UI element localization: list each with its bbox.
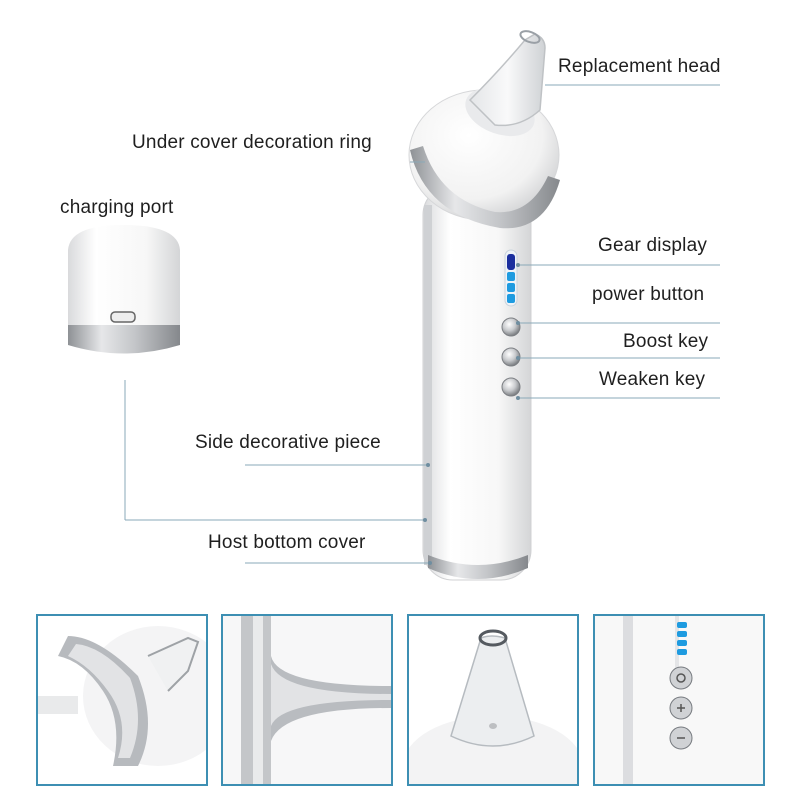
label-power-button: power button — [592, 284, 705, 305]
gear-display — [504, 249, 518, 307]
detail-panel-side-strip — [221, 614, 393, 786]
device-body — [422, 184, 532, 581]
label-weaken-key: Weaken key — [599, 369, 706, 390]
detail-panel-keys — [593, 614, 765, 786]
label-replacement-head: Replacement head — [558, 56, 721, 77]
replacement-head — [468, 30, 546, 127]
boost-key[interactable] — [501, 347, 521, 367]
leader-lines — [124, 84, 720, 564]
weaken-key[interactable] — [501, 377, 521, 397]
weaken-key-icon — [669, 726, 693, 750]
power-button[interactable] — [501, 317, 521, 337]
usb-port-icon — [110, 311, 136, 323]
power-key-icon — [669, 666, 693, 690]
device-illustration — [68, 30, 720, 581]
detail-panel-head — [36, 614, 208, 786]
charging-port-inset — [68, 225, 180, 354]
boost-key-icon — [669, 696, 693, 720]
label-gear-display: Gear display — [598, 235, 708, 256]
detail-panel-nozzle — [407, 614, 579, 786]
label-boost-key: Boost key — [623, 331, 709, 352]
label-bottom-cover: Host bottom cover — [208, 532, 366, 553]
label-charging-port: charging port — [60, 197, 174, 218]
label-side-piece: Side decorative piece — [195, 432, 381, 453]
label-under-cover-ring: Under cover decoration ring — [132, 132, 372, 153]
